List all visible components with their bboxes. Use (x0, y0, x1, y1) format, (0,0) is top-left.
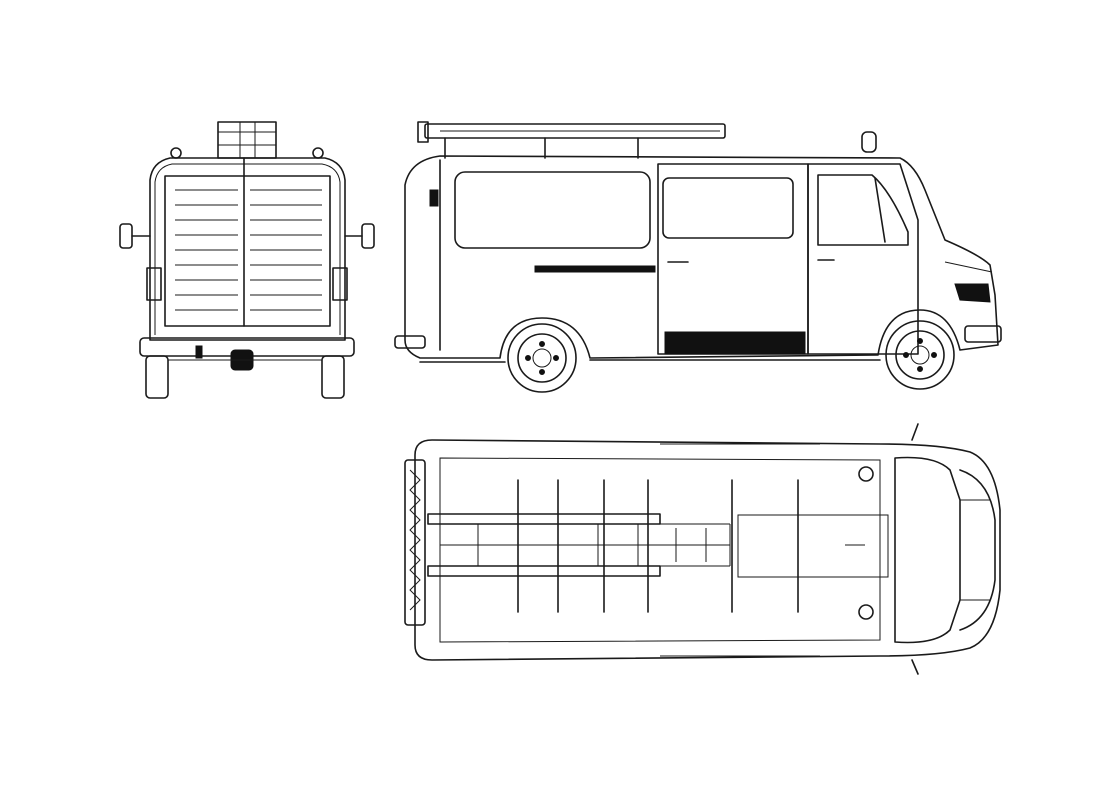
rear-bumper-top (404, 459, 426, 626)
beacon-top-left (858, 466, 874, 482)
tail-light-right (332, 267, 348, 301)
beacon-light-left (170, 147, 182, 159)
step-well (664, 331, 806, 355)
front-wheel-side (885, 320, 955, 390)
sliding-door (657, 163, 809, 355)
top-body-outline (414, 439, 1001, 661)
mirror-top-right (911, 659, 919, 675)
roof-ladder-rack-rear (217, 121, 277, 159)
windshield (959, 469, 996, 631)
exhaust (195, 345, 203, 359)
roof-ladder-rack-side (417, 121, 726, 159)
rear-bumper-side (394, 335, 426, 349)
mirror-top-left (911, 423, 919, 441)
roof-rack-crossbars (517, 479, 799, 613)
mirror-right (361, 223, 375, 249)
headlight (954, 283, 991, 303)
roof-ladder (427, 513, 731, 577)
tail-light-left (146, 267, 162, 301)
beacon-light-side (861, 131, 877, 153)
rear-body-outline (149, 157, 346, 341)
beacon-top-right (858, 604, 874, 620)
sliding-door-window (662, 177, 794, 239)
rear-wheel-side (507, 323, 577, 393)
rear-view (119, 121, 375, 399)
front-bumper (964, 325, 1002, 343)
top-view (404, 423, 1001, 675)
rear-wheel-left (145, 355, 169, 399)
cargo-window (454, 171, 651, 249)
beacon-light-right (312, 147, 324, 159)
rear-marker (429, 189, 439, 207)
cab-roof (894, 456, 961, 644)
roof-hatch (737, 514, 889, 578)
mirror-left (119, 223, 133, 249)
rear-door-slats (175, 189, 322, 311)
sliding-door-rail (534, 265, 656, 273)
cab-window (817, 174, 909, 246)
side-view (394, 121, 1002, 393)
side-body-outline (404, 155, 999, 359)
cab-door (807, 163, 919, 355)
rear-wheel-right (321, 355, 345, 399)
rear-doors (164, 175, 331, 327)
